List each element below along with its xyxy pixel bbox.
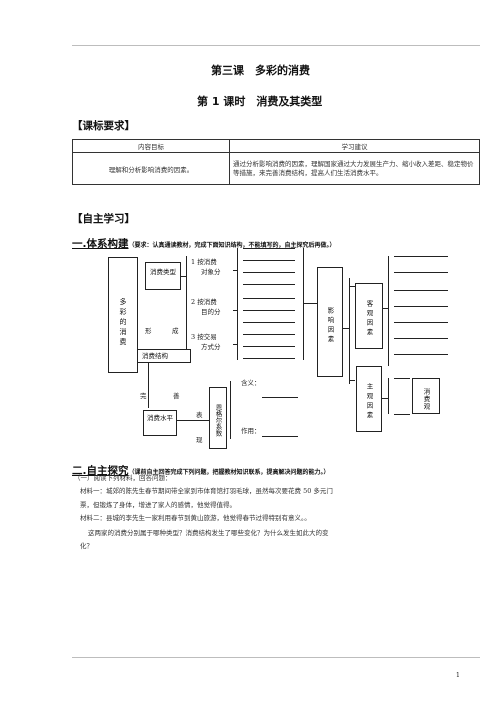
center-box: 多彩的消费 [108, 257, 138, 373]
level-box: 消费水平 [143, 410, 177, 436]
fill-line [243, 260, 295, 261]
part2-note: （课前自主回答完成下列问题，把握教材知识联系，提高解决问题的能力。） [128, 469, 330, 476]
section-title: 第 1 课时 消费及其类型 [197, 95, 323, 108]
material-one-line1: 材料一：城郊的陈先生春节期间带全家到市体育馆打羽毛球，虽然每次要花费 50 多元… [80, 487, 333, 495]
advice-cell: 通过分析影响消费的因素，理解国家通过大力发展生产力、缩小收入差距、稳定物价等措施… [229, 152, 480, 185]
fill-line [394, 256, 448, 257]
curriculum-heading: 【课标要求】 [72, 120, 135, 132]
fill-line [394, 378, 410, 379]
structure-box: 消费结构 [137, 349, 191, 363]
curriculum-table: 内容目标 学习建议 理解和分析影响消费的因素。 通过分析影响消费的因素，理解国家… [72, 139, 480, 185]
types-bracket [186, 256, 187, 354]
col-goal-header: 内容目标 [72, 139, 230, 153]
part1-line: 一.体系构建（要求：认真通读教材，完成下面知识结构，不能填写的，自主探究后再做。… [72, 232, 336, 251]
fill-line [394, 306, 448, 307]
part2-line: 二.自主探究（课前自主回答完成下列问题，把握教材知识联系，提高解决问题的能力。） [72, 459, 330, 478]
fill-line [243, 358, 295, 359]
fill-line [394, 338, 448, 339]
question-intro: （一）阅读下列材料，回答问题： [74, 474, 172, 482]
header-rule [72, 45, 480, 46]
fill-line [243, 346, 295, 347]
self-study-heading: 【自主学习】 [72, 213, 135, 225]
question-line2: 化？ [80, 542, 93, 550]
goal-cell: 理解和分析影响消费的因素。 [72, 152, 230, 185]
part1-note: （要求：认真通读教材，完成下面知识结构，不能填写的，自主探究后再做。） [128, 242, 336, 249]
lesson-title: 第三课 多彩的消费 [211, 64, 310, 77]
material-two: 材料二：县城的李先生一家利用春节到黄山旅游，他觉得春节过得特别有意义。。 [80, 514, 311, 522]
footer-rule [72, 657, 480, 658]
fill-line [243, 322, 295, 323]
fill-line [243, 248, 295, 249]
factors-box: 影响因素 [317, 267, 343, 377]
fill-line [394, 290, 448, 291]
fill-line [394, 354, 448, 355]
fill-line [243, 310, 295, 311]
col-advice-header: 学习建议 [229, 139, 480, 153]
fill-line [394, 272, 448, 273]
fill-line [243, 334, 295, 335]
material-one-line2: 票，但锻炼了身体，增进了家人的感情，他觉得值得。 [80, 501, 236, 509]
view-box: 消费观 [412, 378, 440, 414]
fill-line [243, 272, 295, 273]
engel-box: 恩格尔系数 [209, 387, 227, 449]
question-line1: 这两家的消费分别属于哪种类型？消费结构发生了哪些变化？为什么发生如此大的变 [88, 529, 329, 537]
fill-line [243, 298, 295, 299]
part1-title: 一.体系构建 [72, 238, 129, 250]
page-number: 1 [456, 672, 460, 679]
fill-line [394, 414, 410, 415]
objective-box: 客观因素 [355, 283, 383, 349]
part2-title: 二.自主探究 [72, 465, 129, 477]
types-box: 消费类型 [145, 262, 181, 290]
fill-line [243, 284, 295, 285]
subjective-box: 主观因素 [356, 366, 382, 432]
fill-line [394, 322, 448, 323]
